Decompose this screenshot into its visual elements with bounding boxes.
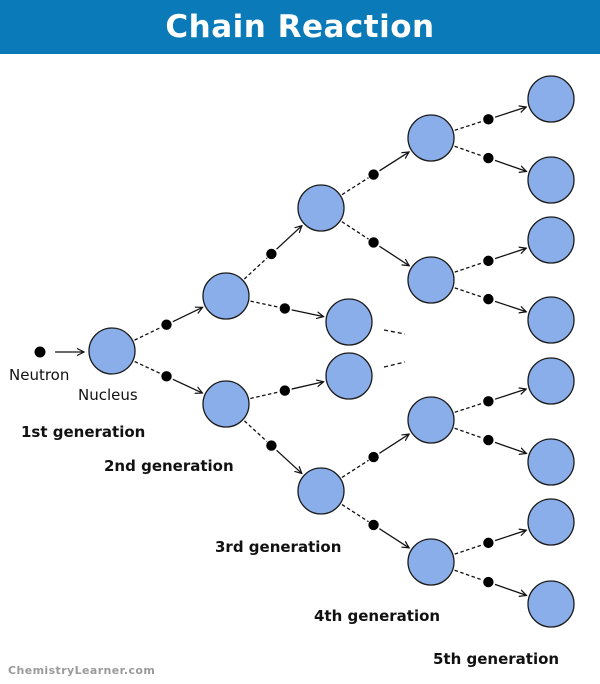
neutron-label: Neutron	[9, 366, 69, 384]
nucleus-circle	[325, 352, 373, 400]
nucleus-circle	[407, 538, 455, 586]
neutron-dot	[279, 385, 291, 396]
neutron-dot	[483, 537, 494, 549]
nuclei	[88, 75, 575, 628]
nucleus-circle	[88, 327, 136, 375]
neutron-arrow	[276, 449, 302, 473]
fragment-trail	[243, 420, 268, 443]
neutron-dot	[266, 440, 277, 451]
fragment-trail	[250, 300, 280, 308]
fragment-trail	[454, 544, 483, 555]
neutron-dot	[483, 114, 494, 125]
fragment-trail	[454, 145, 483, 157]
neutron-arrow	[172, 378, 203, 393]
nucleus-circle	[202, 380, 250, 428]
nucleus-circle	[325, 298, 373, 346]
initial-neutron-dot	[34, 346, 46, 358]
fragment-trail	[134, 360, 162, 375]
neutron-arrow	[494, 159, 526, 171]
nucleus-circle	[202, 272, 250, 320]
fragment-trail	[341, 504, 369, 523]
neutron-dot	[368, 519, 379, 531]
fragment-trail	[454, 427, 483, 439]
neutron-arrow	[494, 441, 526, 453]
fragment-trail	[243, 257, 268, 280]
fragment-trail	[134, 326, 162, 341]
neutron-dot	[483, 576, 494, 588]
reaction-paths	[55, 107, 526, 595]
neutron-arrow	[494, 107, 526, 118]
generation-label-1: 1st generation	[21, 423, 145, 441]
neutron-dot	[161, 371, 172, 382]
brand-watermark: ChemistryLearner.com	[8, 664, 156, 677]
fragment-stubs	[383, 329, 406, 368]
neutron-dot	[483, 152, 494, 164]
neutrons	[34, 114, 494, 588]
neutron-arrow	[379, 245, 409, 266]
neutron-arrow	[494, 583, 526, 595]
nucleus-circle	[407, 256, 455, 304]
generation-label-5: 5th generation	[433, 650, 559, 668]
neutron-dot	[483, 255, 494, 267]
neutron-arrow	[494, 248, 526, 260]
fragment-trail	[341, 221, 369, 240]
fragment-trail	[454, 120, 483, 131]
neutron-dot	[161, 319, 172, 330]
neutron-arrow	[276, 226, 302, 250]
neutron-dot	[266, 248, 277, 260]
nucleus-label: Nucleus	[78, 386, 138, 404]
fragment-trail	[454, 569, 483, 581]
neutron-arrow	[494, 530, 526, 542]
nucleus-circle	[527, 498, 575, 546]
neutron-arrow	[494, 300, 526, 311]
fragment-trail	[250, 391, 280, 400]
fragment-trail	[454, 402, 483, 413]
nucleus-circle	[407, 396, 455, 444]
page-title: Chain Reaction	[165, 9, 435, 45]
generation-label-2: 2nd generation	[104, 457, 234, 475]
fragment-stub	[383, 361, 406, 368]
generation-label-3: 3rd generation	[215, 538, 341, 556]
nucleus-circle	[527, 156, 575, 204]
neutron-arrow	[172, 307, 203, 323]
fragment-trail	[341, 177, 369, 196]
nucleus-circle	[527, 438, 575, 486]
nucleus-circle	[527, 357, 575, 405]
neutron-arrow	[291, 382, 324, 390]
nucleus-circle	[297, 467, 345, 515]
neutron-dot	[368, 237, 379, 248]
neutron-dot	[483, 434, 494, 446]
neutron-arrow	[379, 528, 409, 548]
generation-label-4: 4th generation	[314, 607, 440, 625]
nucleus-circle	[527, 216, 575, 264]
neutron-dot	[368, 451, 379, 463]
nucleus-circle	[407, 114, 455, 162]
neutron-arrow	[379, 434, 409, 454]
nucleus-circle	[527, 580, 575, 628]
title-banner: Chain Reaction	[0, 0, 600, 54]
nucleus-circle	[297, 184, 345, 232]
neutron-dot	[368, 169, 379, 180]
neutron-arrow	[291, 309, 324, 317]
fragment-trail	[454, 287, 483, 298]
neutron-dot	[279, 303, 291, 314]
fragment-trail	[341, 459, 369, 478]
neutron-arrow	[494, 389, 526, 400]
nucleus-circle	[527, 296, 575, 344]
neutron-arrow	[379, 152, 409, 172]
neutron-dot	[483, 293, 494, 305]
fragment-stub	[383, 329, 406, 335]
neutron-dot	[483, 396, 494, 407]
fragment-trail	[454, 262, 483, 273]
nucleus-circle	[527, 75, 575, 123]
